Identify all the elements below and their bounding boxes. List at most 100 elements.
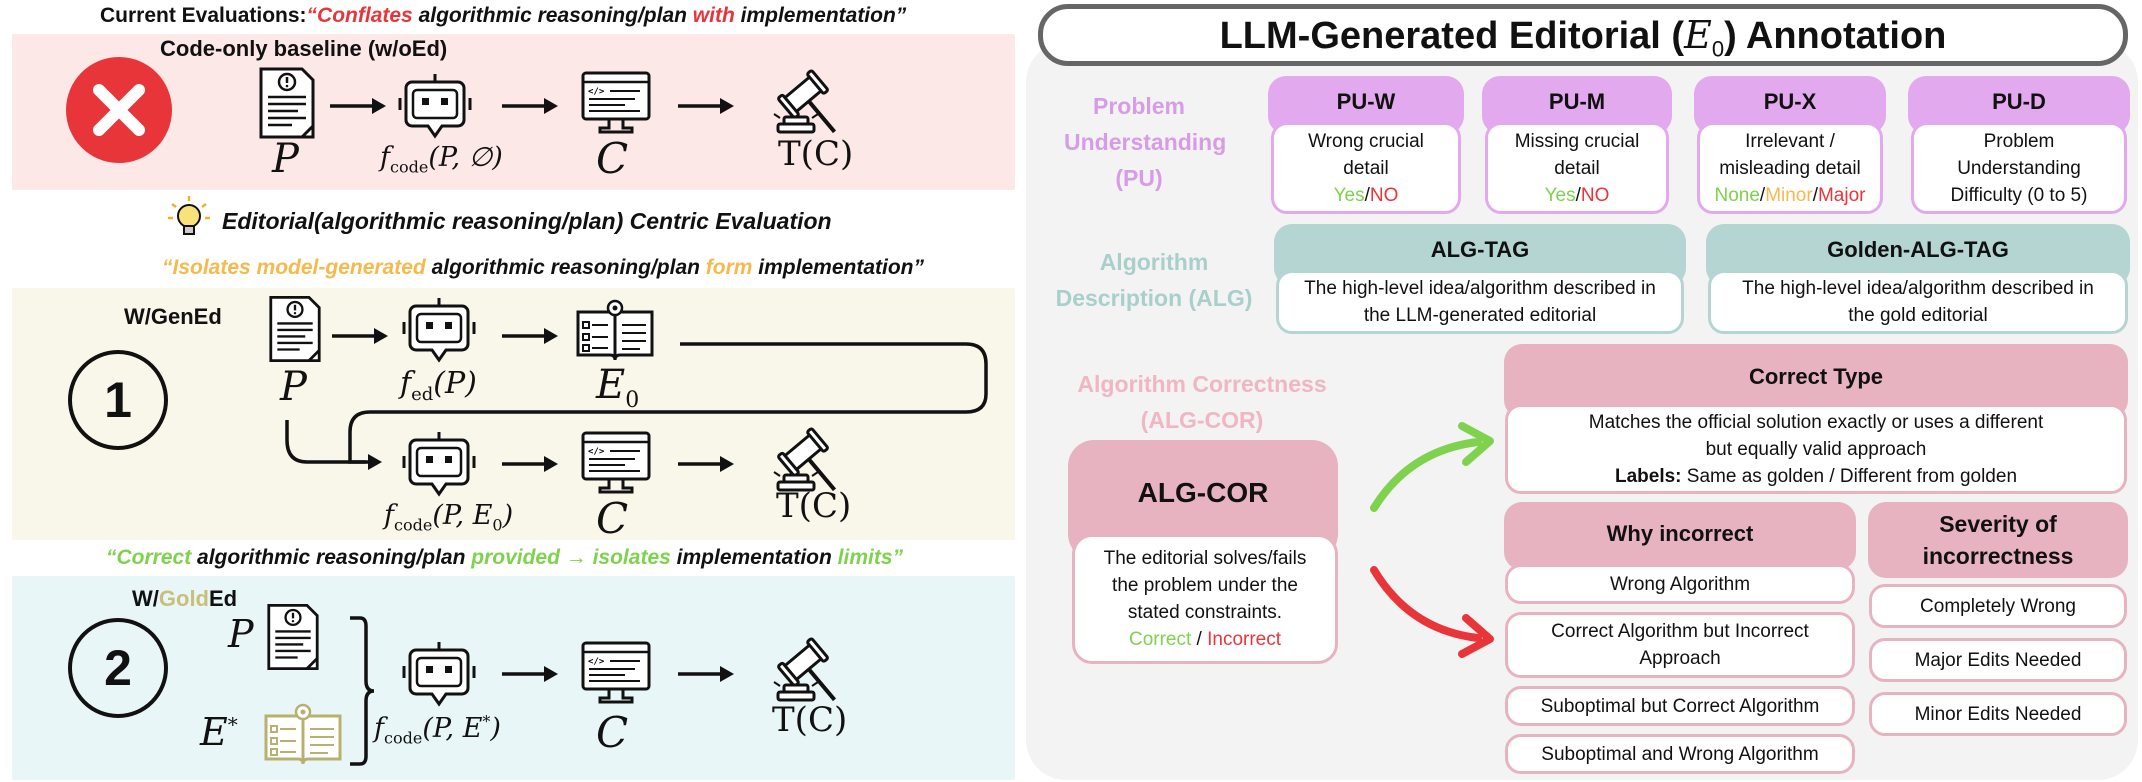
pu-d-line: Problem — [1983, 130, 2055, 152]
golded-c: Ed — [209, 586, 238, 611]
minor-option: Minor — [1765, 184, 1813, 206]
major-option: Major — [1817, 184, 1866, 206]
pu-m-line: detail — [1554, 157, 1600, 179]
alg-cor-section-label: Algorithm Correctness (ALG-COR) — [1052, 366, 1352, 438]
robot-icon — [402, 642, 476, 707]
correct-d: implementation — [670, 546, 838, 569]
robot-icon — [398, 74, 472, 139]
correct-e: limits” — [837, 546, 904, 569]
p-symbol: P — [228, 612, 254, 656]
cor-label-line: (ALG-COR) — [1140, 407, 1264, 433]
title-a: LLM-Generated Editorial ( — [1219, 15, 1685, 57]
slash: / — [1575, 184, 1581, 206]
labels-key: Labels: — [1614, 465, 1682, 487]
severity-item-label: Minor Edits Needed — [1914, 703, 2082, 725]
correct-type-box: Matches the official solution exactly or… — [1505, 404, 2127, 494]
e0-symbol: E0 — [596, 362, 640, 413]
severity-title: Severity of — [1939, 511, 2057, 537]
golded-a: W/ — [132, 586, 159, 611]
why-item-label: Suboptimal and Wrong Algorithm — [1541, 743, 1819, 765]
alg-cor-line: the problem under the — [1112, 575, 1298, 596]
lightbulb-icon — [168, 196, 210, 235]
why-item: Suboptimal but Correct Algorithm — [1505, 686, 1855, 726]
arrow-icon — [332, 328, 388, 344]
svg-text:</>: </> — [588, 447, 605, 457]
tc-symbol: T(C) — [778, 134, 854, 174]
severity-title: incorrectness — [1922, 543, 2074, 569]
alg-label-line: Description (ALG) — [1055, 285, 1253, 311]
alg-tag-box: The high-level idea/algorithm described … — [1276, 270, 1684, 334]
svg-text:</>: </> — [588, 87, 605, 97]
severity-item: Minor Edits Needed — [1869, 692, 2127, 736]
svg-text:</>: </> — [588, 657, 605, 667]
golden-alg-tag-box: The high-level idea/algorithm described … — [1708, 270, 2128, 334]
why-item: Correct Algorithm but Incorrect Approach — [1505, 612, 1855, 678]
alg-tag-title: ALG-TAG — [1430, 237, 1530, 262]
f-code-empty-label: fcode(P, ∅) — [380, 142, 503, 177]
cross-icon — [66, 57, 172, 163]
implementation-text: implementation” — [734, 4, 907, 27]
why-item-label: Correct Algorithm but Incorrect Approach — [1551, 621, 1809, 669]
gavel-icon — [773, 427, 837, 492]
arrow-icon — [502, 328, 558, 344]
code-monitor-icon: </> — [581, 641, 651, 704]
no-option: NO — [1369, 184, 1399, 206]
gold-editorial-book-icon — [264, 703, 342, 765]
connector-line — [285, 342, 988, 470]
gavel-icon — [773, 637, 837, 702]
c-symbol: C — [596, 708, 629, 757]
why-item-label: Wrong Algorithm — [1609, 573, 1751, 595]
alg-section-label: Algorithm Description (ALG) — [1044, 244, 1264, 316]
problem-document-icon — [269, 295, 321, 363]
annotation-title: LLM-Generated Editorial (E0) Annotation — [1038, 4, 2128, 66]
c-symbol: C — [596, 494, 629, 543]
yes-option: Yes — [1333, 184, 1365, 206]
pu-m-tag: PU-M — [1548, 89, 1606, 114]
step-2-number: 2 — [104, 640, 132, 696]
title-b: ) Annotation — [1724, 15, 1947, 57]
pu-d-line: Difficulty (0 to 5) — [1950, 184, 2088, 206]
arrow-icon — [502, 666, 558, 682]
correct-a: “Correct — [106, 546, 192, 569]
alg-cor-line: The editorial solves/fails — [1103, 548, 1307, 569]
pu-x-tag: PU-X — [1763, 89, 1817, 114]
p-symbol: P — [272, 136, 299, 182]
pu-label-line: Understanding — [1064, 129, 1227, 155]
severity-item-label: Completely Wrong — [1920, 595, 2076, 617]
current-eval-prefix: Current Evaluations: — [100, 4, 307, 27]
code-monitor-icon: </> — [581, 431, 651, 494]
f-code-estar-label: fcode(P, E*) — [374, 712, 501, 748]
golded-label: W/GoldEd — [132, 586, 237, 612]
red-arrow-icon — [1370, 566, 1494, 658]
pu-d-tag: PU-D — [1992, 89, 2046, 114]
p-symbol: P — [280, 364, 307, 410]
reasoning-text: algorithmic reasoning/plan — [412, 4, 693, 27]
green-arrow-icon — [1370, 422, 1494, 512]
severity-item: Completely Wrong — [1869, 584, 2127, 628]
why-incorrect-title: Why incorrect — [1606, 521, 1754, 546]
yes-option: Yes — [1544, 184, 1576, 206]
none-option: None — [1714, 184, 1760, 206]
pu-x-line: Irrelevant / — [1745, 130, 1835, 152]
pu-m-box: Missing crucial detail Yes/NO — [1485, 122, 1669, 214]
robot-icon — [402, 298, 476, 363]
pu-x-box: Irrelevant / misleading detail None/Mino… — [1697, 122, 1883, 214]
pu-m-line: Missing crucial — [1514, 130, 1640, 152]
alg-tag-line: The high-level idea/algorithm described … — [1304, 278, 1656, 299]
conflates-text: “Conflates — [306, 4, 413, 27]
labels-value: Same as golden / Different from golden — [1681, 465, 2018, 487]
tc-symbol: T(C) — [776, 486, 852, 526]
brace-icon — [350, 616, 375, 766]
arrow-icon — [678, 98, 734, 114]
correct-b: algorithmic reasoning/plan — [191, 546, 472, 569]
severity-item-label: Major Edits Needed — [1914, 649, 2082, 671]
gened-label: W/GenEd — [124, 304, 222, 329]
pu-d-line: Understanding — [1957, 157, 2081, 179]
step-1-circle: 1 — [68, 350, 168, 450]
alg-label-line: Algorithm — [1099, 249, 1209, 275]
step-1-number: 1 — [104, 372, 132, 428]
baseline-label: Code-only baseline (w/oEd) — [160, 36, 448, 61]
problem-document-icon — [259, 67, 315, 139]
isolates-c: form — [705, 256, 753, 279]
isolates-b: algorithmic reasoning/plan — [425, 256, 706, 279]
